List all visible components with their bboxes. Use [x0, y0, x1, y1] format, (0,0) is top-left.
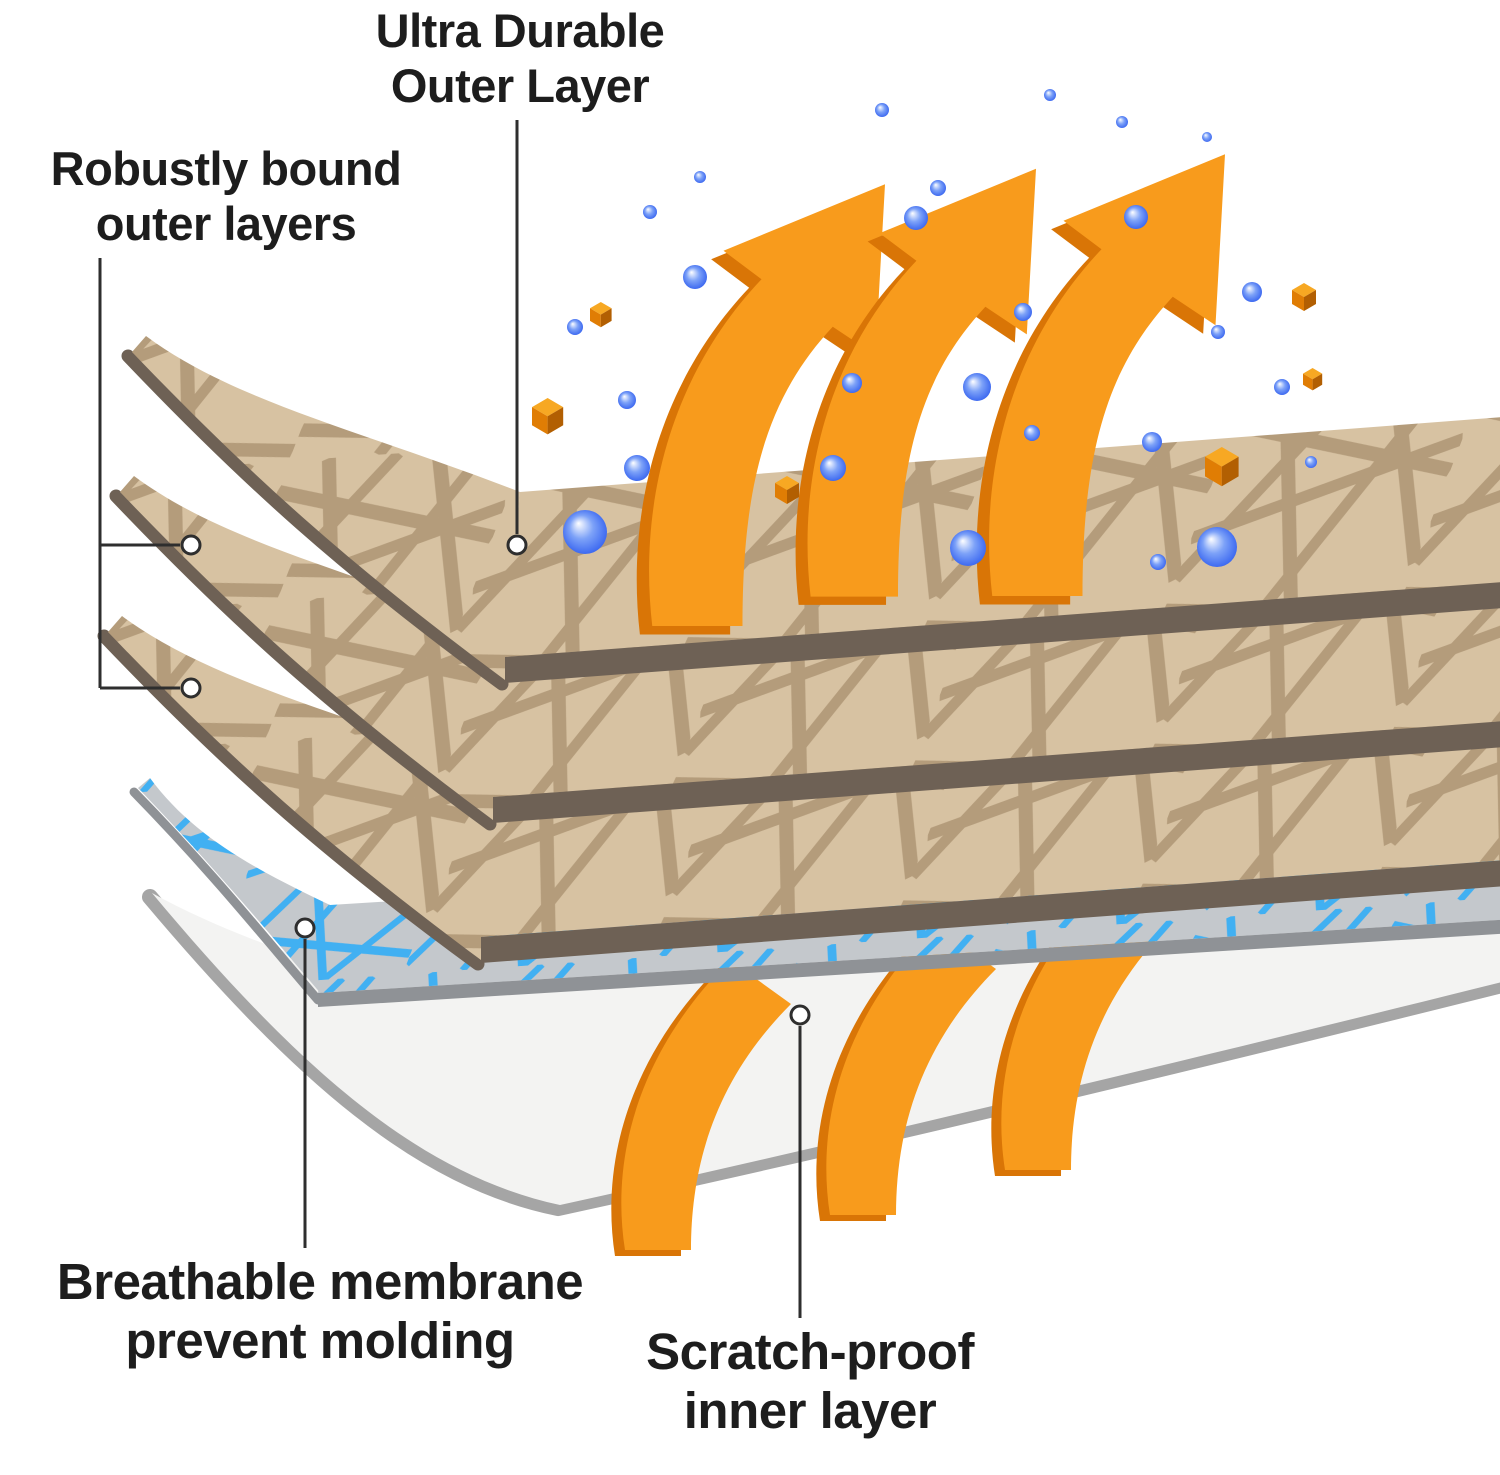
dirt-cube [1292, 283, 1316, 311]
water-droplet [1124, 205, 1148, 229]
water-droplet [930, 180, 946, 196]
water-droplet [1242, 282, 1262, 302]
dirt-cube [1303, 368, 1323, 391]
water-droplet [1044, 89, 1056, 101]
water-droplet [1142, 432, 1162, 452]
water-droplet [567, 319, 583, 335]
water-droplet [1116, 116, 1128, 128]
water-droplet [563, 510, 607, 554]
water-droplet [1274, 379, 1290, 395]
label-line: inner layer [683, 1382, 937, 1440]
label-line: outer layers [95, 196, 357, 250]
label-robustly-bound-outer-layers: Robustly bound outer layers [0, 142, 452, 251]
water-droplet [875, 103, 889, 117]
water-droplet [1197, 527, 1237, 567]
water-droplet [1150, 554, 1166, 570]
water-droplet [904, 206, 928, 230]
water-droplet [963, 373, 991, 401]
callout-dot-bound-top [180, 534, 202, 556]
label-breathable-membrane: Breathable membrane prevent molding [0, 1252, 640, 1370]
callout-dot-outer [506, 534, 528, 556]
label-line: Breathable membrane [56, 1253, 584, 1310]
label-line: Ultra Durable [375, 4, 665, 57]
water-droplets [563, 89, 1317, 570]
label-ultra-durable-outer-layer: Ultra Durable Outer Layer [320, 4, 720, 113]
callout-dot-membrane [294, 917, 316, 939]
dirt-cube [590, 302, 612, 328]
water-droplet [694, 171, 706, 183]
water-droplet [1014, 303, 1032, 321]
water-droplet [643, 205, 657, 219]
water-droplet [1211, 325, 1225, 339]
water-droplet [950, 530, 986, 566]
callout-dot-bound-bottom [180, 677, 202, 699]
water-droplet [683, 265, 707, 289]
label-line: Scratch-proof [646, 1323, 974, 1380]
water-droplet [820, 455, 846, 481]
label-line: Outer Layer [390, 58, 650, 112]
dirt-cube [532, 398, 564, 435]
water-droplet [842, 373, 862, 393]
callout-lines [98, 120, 811, 1318]
water-droplet [618, 391, 636, 409]
water-droplet [1024, 425, 1040, 441]
callout-dot-inner [789, 1004, 811, 1026]
water-droplet [1202, 132, 1212, 142]
label-line: prevent molding [125, 1312, 515, 1370]
water-droplet [1305, 456, 1317, 468]
water-droplet [624, 455, 650, 481]
label-scratch-proof-inner-layer: Scratch-proof inner layer [520, 1322, 1100, 1440]
label-line: Robustly bound [50, 142, 402, 195]
